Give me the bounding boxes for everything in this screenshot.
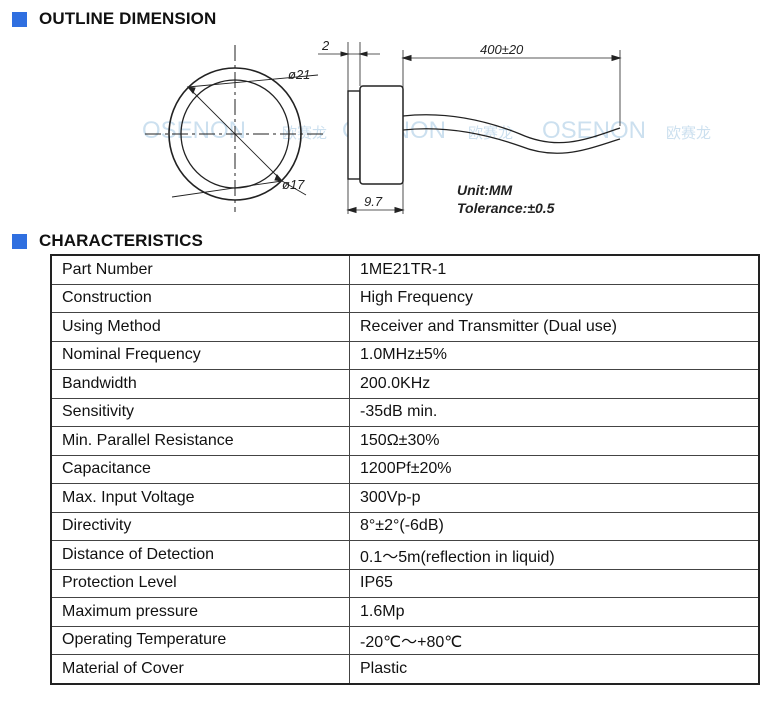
spec-label: Maximum pressure [50, 597, 350, 627]
spec-value: Receiver and Transmitter (Dual use) [349, 312, 760, 342]
spec-value: 1.0MHz±5% [349, 340, 760, 370]
spec-label: Capacitance [50, 454, 350, 484]
spec-value: -35dB min. [349, 397, 760, 427]
watermark-cn-text: 欧赛龙 [468, 124, 513, 142]
cable-length-label: 400±20 [480, 42, 524, 57]
watermark-cn-text: 欧赛龙 [666, 124, 711, 142]
outline-drawing: OSENON 欧赛龙 OSENON 欧赛龙 OSENON 欧赛龙 ø21 ø17 [142, 38, 711, 216]
section-title: OUTLINE DIMENSION [39, 9, 217, 28]
spec-value: 150Ω±30% [349, 426, 760, 456]
inner-diameter-label: ø17 [282, 177, 305, 192]
spec-label: Using Method [50, 312, 350, 342]
spec-value: 0.1～5m(reflection in liquid) [349, 540, 760, 570]
spec-value: 1ME21TR-1 [349, 254, 760, 285]
spec-label: Operating Temperature [50, 625, 350, 655]
spec-value: 200.0KHz [349, 369, 760, 399]
watermark-text: OSENON [142, 117, 246, 144]
tolerance-note: Tolerance:±0.5 [457, 200, 555, 216]
spec-value: 300Vp-p [349, 483, 760, 513]
spec-value: 8°±2°(-6dB) [349, 511, 760, 541]
spec-label: Directivity [50, 511, 350, 541]
spec-label: Protection Level [50, 568, 350, 598]
spec-value: 1.6Mp [349, 597, 760, 627]
unit-note: Unit:MM [457, 182, 513, 198]
table-row: Operating Temperature-20℃～+80℃ [50, 625, 760, 655]
spec-value: 1200Pf±20% [349, 454, 760, 484]
table-row: Sensitivity-35dB min. [50, 397, 760, 427]
spec-label: Construction [50, 283, 350, 313]
section-marker-icon [12, 233, 27, 249]
spec-value: -20℃～+80℃ [349, 625, 760, 655]
characteristics-header: CHARACTERISTICS [12, 231, 203, 251]
outline-dimension-header: OUTLINE DIMENSION [12, 9, 216, 29]
spec-label: Bandwidth [50, 369, 350, 399]
spec-label: Material of Cover [50, 654, 350, 684]
spec-label: Part Number [50, 254, 350, 285]
spec-label: Distance of Detection [50, 540, 350, 570]
watermark-text: OSENON [542, 117, 646, 144]
section-title: CHARACTERISTICS [39, 231, 203, 250]
watermark-cn-text: 欧赛龙 [282, 124, 327, 142]
thickness-label: 2 [321, 38, 330, 53]
section-marker-icon [12, 11, 27, 27]
spec-label: Min. Parallel Resistance [50, 426, 350, 456]
spec-label: Nominal Frequency [50, 340, 350, 370]
side-view [318, 42, 622, 214]
spec-value: IP65 [349, 568, 760, 598]
spec-value: High Frequency [349, 283, 760, 313]
outer-diameter-label: ø21 [288, 67, 310, 82]
spec-label: Max. Input Voltage [50, 483, 350, 513]
spec-value: Plastic [349, 654, 760, 684]
spec-label: Sensitivity [50, 397, 350, 427]
height-label: 9.7 [364, 194, 383, 209]
front-view [145, 45, 325, 212]
watermark: OSENON 欧赛龙 OSENON 欧赛龙 OSENON 欧赛龙 [142, 117, 711, 144]
